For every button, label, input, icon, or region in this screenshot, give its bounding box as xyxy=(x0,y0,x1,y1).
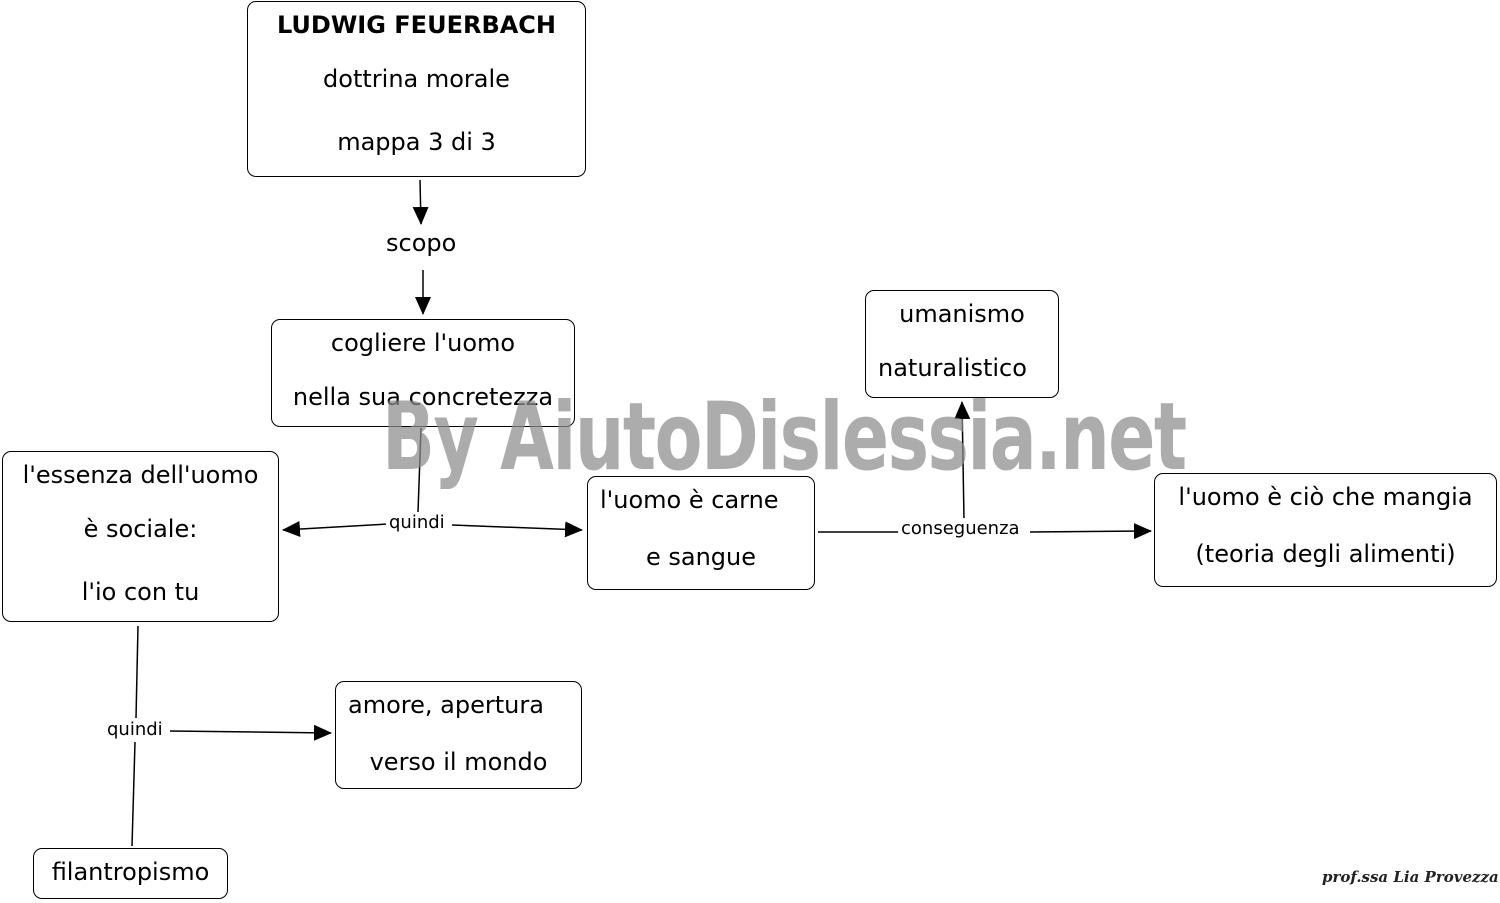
amore-line1: amore, apertura xyxy=(348,691,544,719)
link-label-quindi-top: quindi xyxy=(386,512,448,534)
amore-line2: verso il mondo xyxy=(369,748,548,776)
connector-quindi-carne xyxy=(451,521,583,538)
connector-conseguenza-mangia xyxy=(1029,523,1152,540)
author-signature: prof.ssa Lia Provezza xyxy=(1322,868,1499,886)
essenza-line1: l'essenza dell'uomo xyxy=(22,461,259,489)
link-label-quindi-bottom: quindi xyxy=(104,719,166,741)
node-umanismo[interactable]: umanismo naturalistico xyxy=(865,290,1059,398)
cogliere-line1: cogliere l'uomo xyxy=(330,329,516,357)
connector-conseguenza-umanismo xyxy=(954,401,971,521)
connector-quindi-filantropismo xyxy=(131,741,136,847)
connector-essenza-quindi xyxy=(135,625,139,719)
node-filantropismo[interactable]: filantropismo xyxy=(33,848,228,899)
connector-quindi-essenza xyxy=(282,521,389,538)
node-mangia[interactable]: l'uomo è ciò che mangia (teoria degli al… xyxy=(1154,473,1497,587)
carne-line2: e sangue xyxy=(645,543,757,571)
mangia-line1: l'uomo è ciò che mangia xyxy=(1178,483,1473,511)
cogliere-line2: nella sua concretezza xyxy=(292,383,554,411)
filantropismo-line1: filantropismo xyxy=(51,858,210,886)
connector-cogliere-quindi xyxy=(417,427,422,513)
title-heading: LUDWIG FEUERBACH xyxy=(276,11,557,39)
node-amore[interactable]: amore, apertura verso il mondo xyxy=(335,681,582,789)
connector-quindi-amore xyxy=(169,724,332,741)
title-map-number: mappa 3 di 3 xyxy=(337,128,496,156)
mangia-line2: (teoria degli alimenti) xyxy=(1195,540,1456,568)
node-cogliere[interactable]: cogliere l'uomo nella sua concretezza xyxy=(271,319,575,427)
link-label-scopo: scopo xyxy=(386,228,457,258)
link-label-conseguenza: conseguenza xyxy=(898,518,1023,540)
carne-line1: l'uomo è carne xyxy=(600,486,779,514)
umanismo-line2: naturalistico xyxy=(878,354,1027,382)
umanismo-line1: umanismo xyxy=(899,300,1025,328)
node-carne[interactable]: l'uomo è carne e sangue xyxy=(587,476,815,590)
essenza-line2: è sociale: xyxy=(83,515,198,543)
title-subtitle: dottrina morale xyxy=(323,65,510,93)
essenza-line3: l'io con tu xyxy=(81,578,200,606)
connector-title-scopo xyxy=(412,179,429,225)
node-title[interactable]: LUDWIG FEUERBACH dottrina morale mappa 3… xyxy=(247,1,586,177)
node-essenza[interactable]: l'essenza dell'uomo è sociale: l'io con … xyxy=(2,451,279,622)
